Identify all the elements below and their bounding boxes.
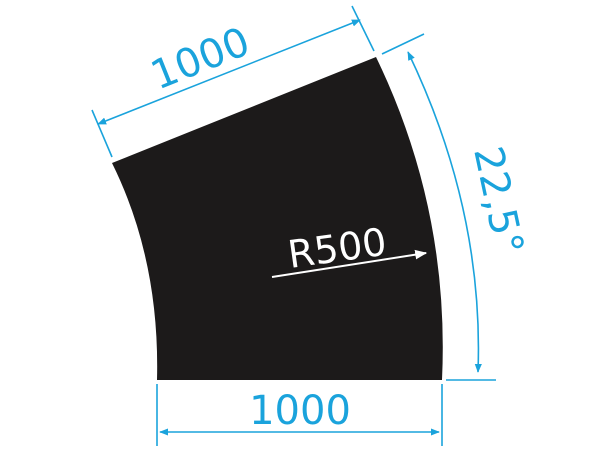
segment-shape	[112, 57, 443, 380]
angle-extension-top	[381, 33, 425, 55]
top-dimension-line	[97, 19, 361, 125]
bottom-dimension: 1000	[156, 384, 443, 446]
angle-label: 22,5°	[464, 143, 532, 259]
top-extension-right	[351, 5, 375, 52]
bottom-length-label: 1000	[249, 388, 351, 434]
radius-arrow	[271, 249, 428, 278]
angle-dimension-arc	[407, 51, 482, 373]
top-extension-left	[91, 109, 113, 158]
top-length-label: 1000	[145, 19, 257, 100]
